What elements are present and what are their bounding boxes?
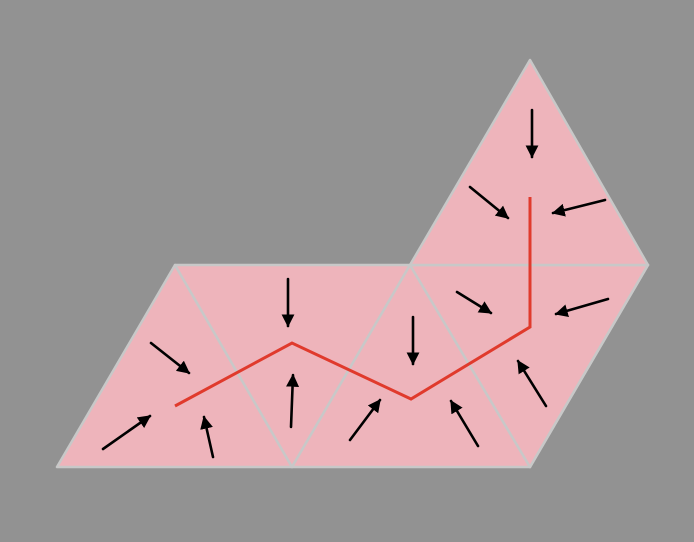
arrow [200, 415, 215, 459]
mesh-triangle [528, 263, 650, 469]
red-path-line [174, 197, 532, 408]
triangle-mesh [55, 58, 650, 469]
arrow [286, 373, 300, 429]
arrow [455, 290, 493, 315]
direction-arrows [101, 108, 610, 459]
arrow [101, 414, 152, 451]
arrow [516, 359, 548, 408]
arrow [449, 399, 480, 448]
arrow [149, 341, 191, 375]
arrow [554, 297, 610, 318]
arrow [551, 198, 607, 217]
arrow [468, 185, 510, 220]
arrow [348, 398, 382, 442]
